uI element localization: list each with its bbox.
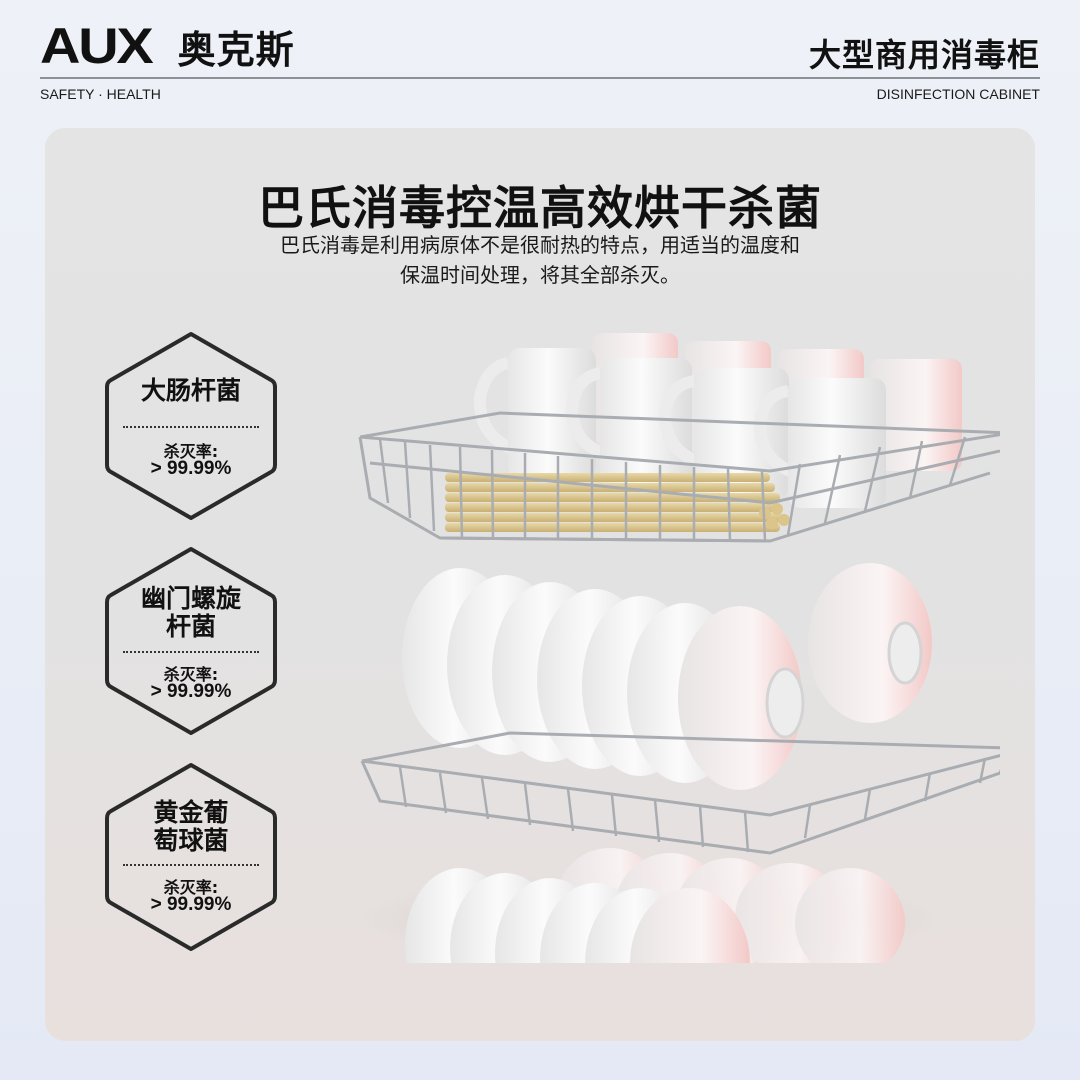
feature-description: 巴氏消毒是利用病原体不是很耐热的特点，用适当的温度和 保温时间处理，将其全部杀灭…: [45, 230, 1035, 290]
dish-rack-illustration: [350, 333, 1012, 1038]
product-image-dish-racks: [310, 323, 1012, 1038]
hexagon-frame-icon: [105, 332, 277, 520]
brand-name-cn: 奥克斯: [177, 28, 295, 72]
tagline-product-type: DISINFECTION CABINET: [876, 86, 1040, 102]
brand-logo: AUX 奥克斯: [40, 18, 295, 74]
feature-card: 巴氏消毒控温高效烘干杀菌 巴氏消毒是利用病原体不是很耐热的特点，用适当的温度和 …: [45, 128, 1035, 1041]
feature-description-line-2: 保温时间处理，将其全部杀灭。: [400, 263, 680, 287]
badge-rate-label: 杀灭率:: [163, 878, 219, 897]
hexagon-frame-icon: [105, 763, 277, 951]
product-title: 大型商用消毒柜: [808, 36, 1040, 74]
badge-rate-value: > 99.99%: [150, 894, 232, 915]
badge-title-line-2: 杆菌: [165, 612, 216, 641]
badge-rate-value: > 99.99%: [150, 458, 232, 479]
feature-description-line-1: 巴氏消毒是利用病原体不是很耐热的特点，用适当的温度和: [280, 233, 800, 257]
header-divider: [40, 77, 1040, 79]
badge-dotted-divider: [123, 864, 259, 866]
badge-rate-label: 杀灭率:: [163, 442, 219, 461]
badge-title-line-2: 萄球菌: [153, 826, 229, 855]
badge-rate-value: > 99.99%: [150, 681, 232, 702]
tagline-safety-health: SAFETY · HEALTH: [40, 86, 161, 102]
badge-dotted-divider: [123, 651, 259, 653]
brand-mark: AUX: [40, 18, 154, 74]
bacteria-badge-ecoli: 大肠杆菌 杀灭率: > 99.99%: [105, 330, 277, 522]
badge-title: 大肠杆菌: [140, 376, 241, 405]
badge-title-line-1: 幽门螺旋: [140, 584, 241, 613]
bacteria-badge-h-pylori: 幽门螺旋 杆菌 杀灭率: > 99.99%: [105, 545, 277, 737]
rack-middle-bowls: [360, 563, 1012, 855]
rack-bottom-bowls: [405, 848, 905, 1038]
badge-title-line-1: 黄金葡: [153, 798, 229, 827]
rack-top-mugs: [358, 333, 1011, 543]
bacteria-badge-staph-aureus: 黄金葡 萄球菌 杀灭率: > 99.99%: [105, 761, 277, 953]
feature-headline: 巴氏消毒控温高效烘干杀菌: [258, 181, 822, 235]
badge-dotted-divider: [123, 426, 259, 428]
hexagon-frame-icon: [105, 547, 277, 735]
page-header: AUX 奥克斯 大型商用消毒柜 SAFETY · HEALTH DISINFEC…: [40, 0, 1040, 110]
badge-rate-label: 杀灭率:: [163, 665, 219, 684]
